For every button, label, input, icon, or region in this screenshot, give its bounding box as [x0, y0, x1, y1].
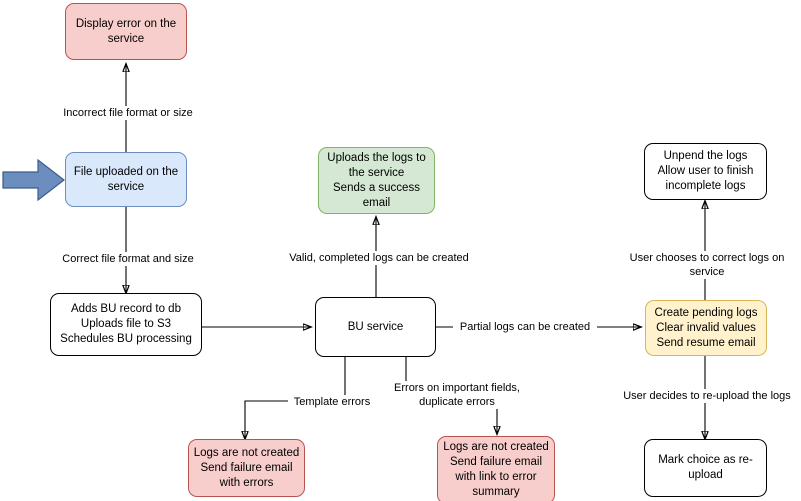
edge-label-template-errors: Template errors — [288, 395, 376, 409]
node-unpend-logs[interactable]: Unpend the logs Allow user to finish inc… — [644, 143, 767, 200]
node-logs-not-created-important[interactable]: Logs are not created Send failure email … — [437, 436, 555, 501]
input-arrow-icon — [2, 159, 65, 201]
edge-label-correct-format: Correct file format and size — [56, 252, 200, 266]
node-file-uploaded[interactable]: File uploaded on the service — [65, 152, 187, 207]
edge-label-reupload-choice: User decides to re-upload the logs — [616, 389, 798, 403]
edge-label-important-field-errors: Errors on important fields, duplicate er… — [390, 381, 524, 409]
node-uploads-logs[interactable]: Uploads the logs to the service Sends a … — [318, 147, 435, 214]
node-create-pending-logs[interactable]: Create pending logs Clear invalid values… — [645, 300, 767, 356]
node-bu-service[interactable]: BU service — [315, 297, 436, 357]
node-adds-bu-record[interactable]: Adds BU record to db Uploads file to S3 … — [50, 293, 202, 356]
edge-label-incorrect-format: Incorrect file format or size — [56, 106, 200, 120]
node-logs-not-created-template[interactable]: Logs are not created Send failure email … — [188, 439, 305, 497]
node-mark-choice-reupload[interactable]: Mark choice as re- upload — [644, 439, 767, 497]
node-display-error[interactable]: Display error on the service — [65, 3, 187, 60]
edge-label-valid-logs: Valid, completed logs can be created — [282, 251, 476, 265]
edge-label-partial-logs: Partial logs can be created — [453, 320, 597, 334]
edge-label-correct-on-service: User chooses to correct logs on service — [609, 251, 801, 279]
